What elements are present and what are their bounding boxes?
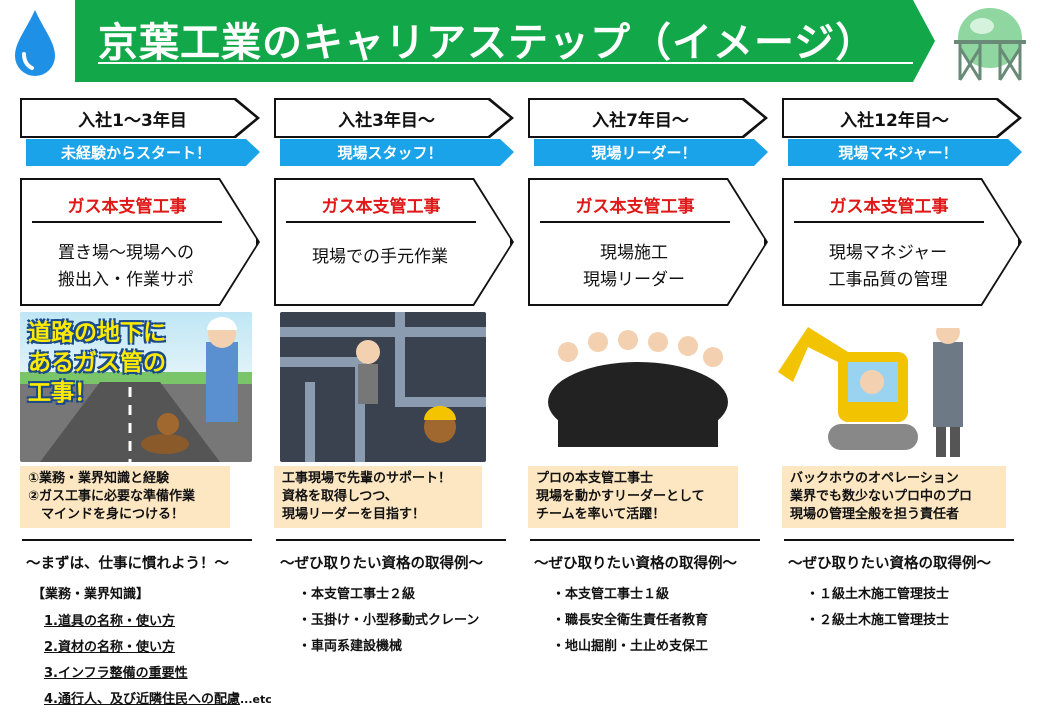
- divider: [276, 539, 506, 541]
- stage-column-2: 入社3年目〜 現場スタッフ！ ガス本支管工事 現場での手元作業 工事現場で先輩の…: [274, 0, 524, 720]
- section-headline: 〜ぜひ取りたい資格の取得例〜: [534, 556, 737, 572]
- stage-banner: 現場スタッフ！: [280, 139, 514, 166]
- stage-column-4: 入社12年目〜 現場マネジャー！ ガス本支管工事 現場マネジャー工事品質の管理 …: [768, 0, 1032, 720]
- list-item: ・本支管工事士２級: [298, 587, 416, 602]
- stage-note: バックホウのオペレーション 業界でも数少ないプロ中のプロ 現場の管理全般を担う責…: [782, 466, 1006, 528]
- excavator-manager-illustration: [768, 312, 978, 462]
- image-caption: 道路の地下にあるガス管の工事！: [28, 320, 166, 406]
- divider: [530, 539, 760, 541]
- card-title: ガス本支管工事: [286, 192, 476, 223]
- stage-column-1: 入社1〜3年目 未経験からスタート！ ガス本支管工事 置き場〜現場への搬出入・作…: [20, 0, 272, 720]
- section-headline: 〜ぜひ取りたい資格の取得例〜: [280, 556, 483, 572]
- title-banner: [75, 0, 935, 82]
- role-card: [784, 180, 1018, 304]
- year-label: 入社1〜3年目: [22, 100, 256, 136]
- list-item: ・職長安全衛生責任者教育: [552, 613, 709, 628]
- section-headline: 〜まずは、仕事に慣れよう！〜: [26, 556, 229, 572]
- year-label: 入社3年目〜: [276, 100, 510, 136]
- list-item: ・本支管工事士１級: [552, 587, 670, 602]
- list-item: 4.通行人、及び近隣住民への配慮...etc: [44, 692, 272, 707]
- card-title: ガス本支管工事: [794, 192, 984, 223]
- list-item: ・１級土木施工管理技士: [806, 587, 950, 602]
- team-huddle-illustration: [538, 312, 738, 462]
- card-body: 現場マネジャー工事品質の管理: [828, 243, 948, 290]
- year-label: 入社12年目〜: [784, 100, 1018, 136]
- list-item: ・車両系建設機械: [298, 639, 403, 654]
- list-item: 1.道具の名称・使い方: [44, 614, 175, 629]
- list-item: ・地山掘削・土止め支保工: [552, 639, 709, 654]
- section-headline: 〜ぜひ取りたい資格の取得例〜: [788, 556, 991, 572]
- divider: [22, 539, 252, 541]
- list-item: ・玉掛け・小型移動式クレーン: [298, 613, 480, 628]
- list-item: 3.インフラ整備の重要性: [44, 666, 188, 681]
- stage-note: ①業務・業界知識と経験 ②ガス工事に必要な準備作業 マインドを身につける！: [20, 466, 230, 528]
- stage-note: 工事現場で先輩のサポート！ 資格を取得しつつ、 現場リーダーを目指す！: [274, 466, 482, 528]
- stage-banner: 現場マネジャー！: [788, 139, 1022, 166]
- stage-banner: 未経験からスタート！: [26, 139, 260, 166]
- road-worker-illustration: 道路の地下にあるガス管の工事！: [20, 312, 252, 462]
- gas-tank-icon: [954, 8, 1026, 81]
- stage-banner: 現場リーダー！: [534, 139, 768, 166]
- card-title: ガス本支管工事: [540, 192, 730, 223]
- subhead: 【業務・業界知識】: [32, 587, 150, 602]
- title-underline: [98, 62, 913, 64]
- page-title: 京葉工業のキャリアステップ（イメージ）: [98, 20, 877, 66]
- role-card: [276, 180, 510, 304]
- stage-column-3: 入社7年目〜 現場リーダー！ ガス本支管工事 現場施工現場リーダー プロの本支管…: [528, 0, 778, 720]
- stage-note: プロの本支管工事士 現場を動かすリーダーとして チームを率いて活躍！: [528, 466, 738, 528]
- card-body: 置き場〜現場への搬出入・作業サポ: [58, 243, 194, 290]
- card-body: 現場での手元作業: [312, 247, 448, 267]
- role-card: [22, 180, 256, 304]
- list-item: ・２級土木施工管理技士: [806, 613, 950, 628]
- card-title: ガス本支管工事: [32, 192, 222, 223]
- divider: [784, 539, 1014, 541]
- role-card: [530, 180, 764, 304]
- underground-worker-illustration: [280, 312, 486, 462]
- list-item: 2.資材の名称・使い方: [44, 640, 175, 655]
- water-drop-icon: [15, 10, 55, 76]
- card-body: 現場施工現場リーダー: [583, 243, 685, 290]
- year-label: 入社7年目〜: [530, 100, 764, 136]
